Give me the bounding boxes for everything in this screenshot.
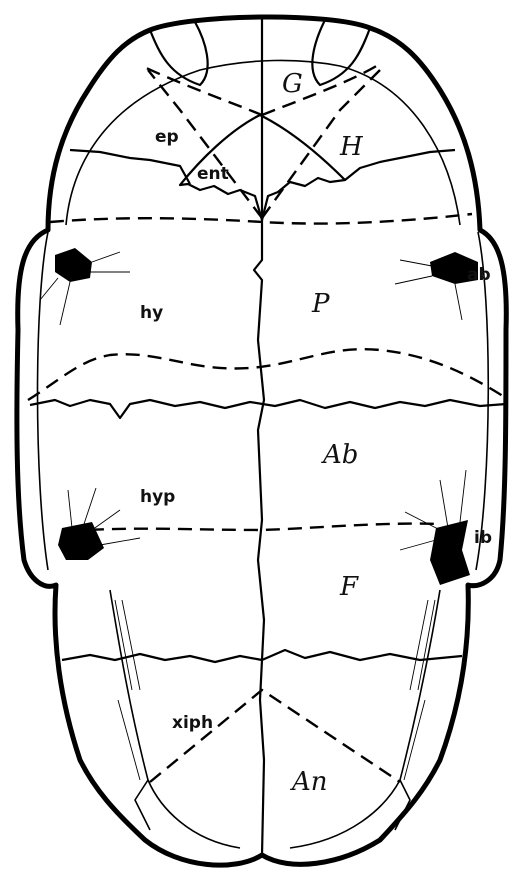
left-axillary-scar: [55, 248, 92, 282]
right-posterior-inner-margin: [290, 590, 440, 848]
hyoplastron-hypoplastron-suture: [30, 400, 506, 418]
pectoral-abdominal-sulcus: [28, 349, 506, 400]
label-H: H: [339, 132, 364, 162]
right-gular-lobe: [312, 20, 370, 85]
label-hy: hy: [140, 303, 163, 323]
label-ent: ent: [197, 164, 229, 184]
label-F: F: [339, 572, 359, 602]
left-gular-lobe: [150, 22, 208, 85]
label-ab: ab: [467, 265, 491, 285]
label-Ab: Ab: [321, 440, 358, 470]
label-G: G: [282, 69, 303, 99]
label-hyp: hyp: [140, 487, 175, 507]
label-P: P: [311, 289, 330, 319]
label-xiph: xiph: [172, 713, 213, 733]
right-inguinal-scar: [430, 520, 470, 585]
abdominal-femoral-sulcus: [90, 524, 440, 530]
left-inguinal-scar: [58, 522, 104, 560]
left-xiphi-notch: [135, 780, 150, 830]
label-ep: ep: [155, 127, 179, 147]
femoral-anal-sulcus: [150, 690, 400, 782]
right-posterior-hatch: [404, 600, 435, 780]
midline-suture: [254, 18, 264, 855]
label-ib: ib: [474, 528, 492, 548]
label-An: An: [290, 767, 328, 797]
